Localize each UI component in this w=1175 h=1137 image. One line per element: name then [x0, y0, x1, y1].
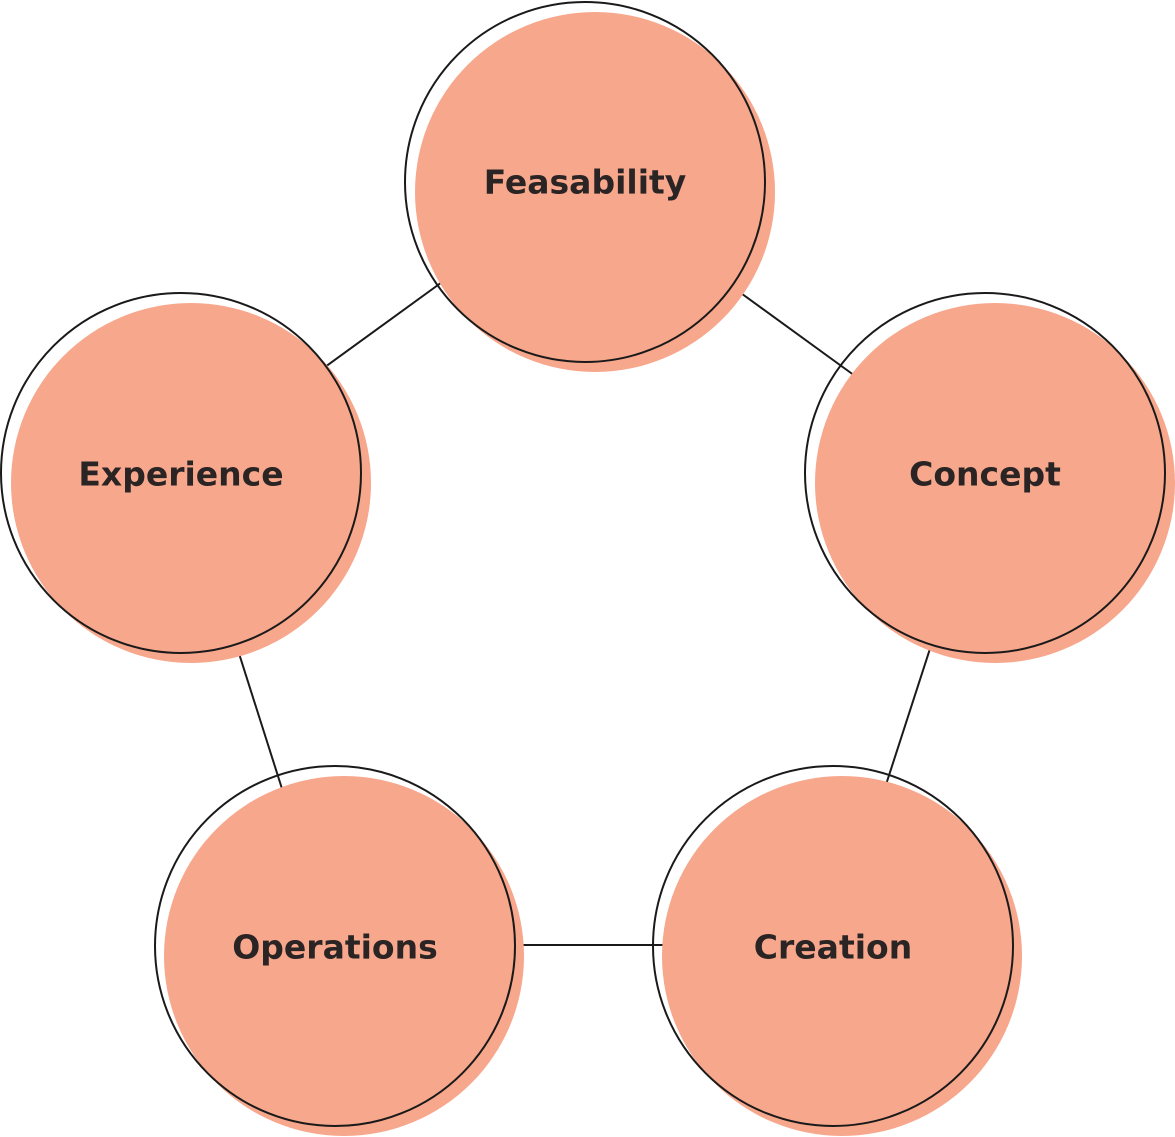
- node-creation-label: Creation: [754, 928, 912, 967]
- node-experience-outline: [0, 292, 362, 654]
- node-concept-outline: [804, 292, 1166, 654]
- node-feasability-outline: [404, 1, 766, 363]
- node-concept: Concept: [804, 292, 1175, 663]
- node-creation-fill: [662, 776, 1022, 1136]
- node-feasability-label: Feasability: [484, 163, 687, 202]
- node-feasability: Feasability: [404, 1, 775, 372]
- node-concept-label: Concept: [909, 455, 1061, 494]
- node-experience-label: Experience: [78, 455, 283, 494]
- node-feasability-fill: [415, 12, 775, 372]
- connector-concept-creation: [881, 623, 939, 798]
- node-concept-fill: [815, 303, 1175, 663]
- connector-experience-feasability: [302, 276, 450, 384]
- node-experience-fill: [11, 303, 371, 663]
- node-experience: Experience: [0, 292, 371, 663]
- node-operations-outline: [154, 765, 516, 1127]
- node-operations-fill: [164, 776, 524, 1136]
- node-operations-label: Operations: [232, 928, 438, 967]
- node-creation-outline: [652, 765, 1014, 1127]
- node-operations: Operations: [154, 765, 524, 1136]
- node-creation: Creation: [652, 765, 1022, 1136]
